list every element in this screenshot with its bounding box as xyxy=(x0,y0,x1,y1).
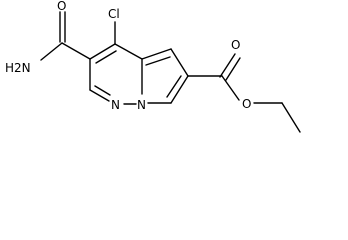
bond-c2-n1-inner xyxy=(94,85,111,96)
bonds xyxy=(40,11,301,133)
bond-ester-co-1 xyxy=(219,53,236,78)
atom-amide-oxygen: O xyxy=(57,0,66,13)
atom-ester-oxygen: O xyxy=(242,97,251,111)
bond-amide-c3 xyxy=(61,42,91,60)
bond-ch2-ch3 xyxy=(281,102,301,133)
atom-carbonyl-oxygen: O xyxy=(231,38,240,52)
bond-amide-cn xyxy=(40,42,63,61)
atom-ring-nitrogen-2: N xyxy=(137,98,146,112)
bond-ester-co-2 xyxy=(225,57,241,81)
bond-c5-c6 xyxy=(170,48,189,77)
bond-c2-n1 xyxy=(89,89,110,102)
bond-c4a-c5-inner xyxy=(145,56,171,66)
atom-ring-nitrogen-1: N xyxy=(111,98,120,112)
bond-c4-c4a xyxy=(114,43,143,60)
bond-c6-c7-inner xyxy=(166,75,182,98)
atom-chlorine: Cl xyxy=(108,7,120,21)
atom-labels: O H2N Cl O O N N xyxy=(5,0,251,112)
bond-ester-co xyxy=(221,75,240,101)
bond-c4a-c5 xyxy=(141,48,172,60)
bond-c3-c4-inner xyxy=(95,50,117,64)
bond-c6-c7 xyxy=(170,75,189,104)
atom-amine-nh2: H2N xyxy=(5,61,31,75)
bond-c3-c4 xyxy=(89,43,116,60)
chemical-structure: O H2N Cl O O N N xyxy=(5,0,301,133)
